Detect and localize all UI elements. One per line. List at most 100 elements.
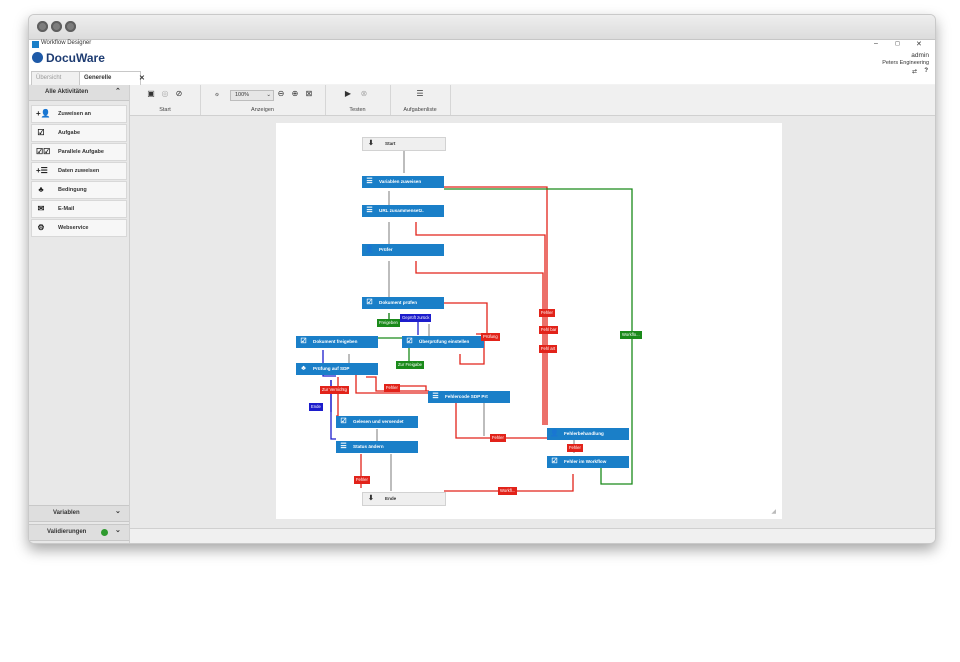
task-icon: ☑ — [551, 458, 558, 465]
activity-daten-zuweisen[interactable]: +☰Daten zuweisen — [31, 162, 127, 180]
user-name[interactable]: admin — [911, 52, 929, 59]
node-fehler-im-workflow[interactable]: ☑Fehler im Workflow — [547, 456, 629, 468]
node-dokument-pruefen[interactable]: ☑Dokument prüfen — [362, 297, 444, 309]
zoom-select[interactable]: 100%⌄ — [230, 90, 274, 101]
node-start[interactable]: ⬇ Start — [362, 137, 446, 151]
zoom-dot[interactable] — [65, 21, 76, 32]
hide-icon[interactable]: ℴ — [215, 89, 219, 98]
pin-icon[interactable]: ⇄ — [911, 69, 917, 75]
activity-webservice[interactable]: ⚙Webservice — [31, 219, 127, 237]
assign-data-icon: +☰ — [36, 166, 48, 175]
validation-panel-header[interactable]: Validierungen ⌄ — [29, 524, 129, 541]
assign-data-icon: ☰ — [366, 207, 373, 214]
minimize-dot[interactable] — [51, 21, 62, 32]
tasklist-group-label: Aufgabenliste — [403, 107, 437, 113]
save-icon[interactable]: ▣ — [147, 89, 155, 98]
validate-icon[interactable]: ◎ — [161, 89, 169, 98]
window-titlebar — [29, 15, 935, 40]
assign-user-icon: 👤 — [365, 246, 374, 253]
help-icon[interactable]: ? — [924, 68, 928, 74]
label-freigeben[interactable]: Freigeben — [377, 319, 400, 327]
parallel-task-icon: ☑ — [340, 418, 347, 425]
assign-data-icon: ☰ — [340, 443, 347, 450]
bottom-panel — [130, 528, 935, 543]
restore-button[interactable]: ◻ — [895, 41, 900, 47]
assign-user-icon: 👤 — [550, 430, 559, 437]
label-fehl-bar[interactable]: Fehl bar — [539, 326, 559, 334]
close-button[interactable]: ✕ — [916, 41, 922, 48]
check-ok-icon — [101, 529, 108, 536]
parallel-task-icon: ☑☑ — [36, 147, 51, 156]
node-fehlercode-sdp[interactable]: ☰Fehlercode SDP Prt — [428, 391, 510, 403]
test-group: ▶ ⊗ Testen — [325, 85, 391, 115]
node-pruefung-auf-sdp[interactable]: ♣Prüfung auf SDP — [296, 363, 378, 375]
fit-icon[interactable]: ⊠ — [305, 89, 313, 98]
activity-parallele-aufgabe[interactable]: ☑☑Parallele Aufgabe — [31, 143, 127, 161]
docuware-logo-icon — [32, 52, 43, 63]
tab-generelle-freigabe[interactable]: Generelle Freigabe — [79, 71, 141, 94]
tasklist-icon[interactable]: ☰ — [416, 89, 424, 98]
tab-overview[interactable]: Übersicht — [31, 71, 81, 85]
activity-aufgabe[interactable]: ☑Aufgabe — [31, 124, 127, 142]
label-fehler-sdp[interactable]: Fehler — [384, 384, 400, 392]
label-workflow-red[interactable]: Workfl... — [498, 487, 518, 495]
activity-sidebar: Alle Aktivitäten ⌃ +👤Zuweisen an ☑Aufgab… — [29, 85, 130, 543]
designer-workarea: ⬇ Start ☰Variablen zuweisen ☰URL zusamme… — [130, 116, 935, 528]
test-group-label: Testen — [349, 107, 366, 113]
workflow-canvas[interactable]: ⬇ Start ☰Variablen zuweisen ☰URL zusamme… — [276, 123, 782, 519]
node-status-aendern[interactable]: ☰Status ändern — [336, 441, 418, 453]
mail-icon: ✉ — [37, 204, 45, 213]
window-title: Workflow Designer — [41, 40, 92, 46]
start-group-label: Start — [159, 107, 171, 113]
app-header: Workflow Designer DocuWare – ◻ ✕ admin P… — [29, 40, 935, 84]
activity-zuweisen[interactable]: +👤Zuweisen an — [31, 105, 127, 123]
play-icon[interactable]: ▶ — [344, 89, 352, 98]
zoom-in-icon[interactable]: ⊕ — [291, 89, 299, 98]
minimize-button[interactable]: – — [874, 40, 878, 47]
node-pruefer[interactable]: 👤Prüfer — [362, 244, 444, 256]
stop-icon[interactable]: ⊗ — [360, 89, 368, 98]
label-fehler-behandlung[interactable]: Fehler — [567, 444, 583, 452]
node-ende[interactable]: ⬇ Ende — [362, 492, 446, 506]
node-variablen-zuweisen[interactable]: ☰Variablen zuweisen — [362, 176, 444, 188]
all-activities-header[interactable]: Alle Aktivitäten ⌃ — [29, 85, 129, 101]
start-icon: ⬇ — [368, 140, 374, 147]
resize-grip-icon: ◢ — [771, 509, 776, 515]
brand-name: DocuWare — [46, 51, 105, 65]
task-icon: ☑ — [366, 299, 373, 306]
label-zur-freigabe[interactable]: Zur Freigabe — [396, 361, 424, 369]
workflow-connections — [322, 151, 633, 492]
cancel-icon[interactable]: ⊘ — [175, 89, 183, 98]
label-fehler-main[interactable]: Fehler — [539, 309, 555, 317]
node-url-zusammensetzen[interactable]: ☰URL zusammensetz. — [362, 205, 444, 217]
label-geprueft-zurueck[interactable]: Geprüft zurück — [400, 314, 432, 322]
node-ueberpruefung-einstellen[interactable]: ☑Überprüfung einstellen — [402, 336, 484, 348]
node-dokument-freigeben[interactable]: ☑Dokument freigeben — [296, 336, 378, 348]
variables-panel-header[interactable]: Variablen ⌄ — [29, 505, 129, 522]
start-group: ▣ ◎ ⊘ Start — [130, 85, 201, 115]
label-fehler-code[interactable]: Fehler — [490, 434, 506, 442]
view-group: ℴ 100%⌄ ⊖ ⊕ ⊠ Anzeigen — [200, 85, 326, 115]
label-fehl-art[interactable]: Fehl art — [539, 345, 558, 353]
label-workflow-green[interactable]: Workflo... — [620, 331, 642, 339]
node-fehlerbehandlung[interactable]: 👤Fehlerbehandlung — [547, 428, 629, 440]
assign-data-icon: ☰ — [366, 178, 373, 185]
close-dot[interactable] — [37, 21, 48, 32]
organization-name: Peters Engineering — [882, 60, 929, 66]
node-gelesen-und-versendet[interactable]: ☑Gelesen und versendet — [336, 416, 418, 428]
condition-icon: ♣ — [38, 185, 44, 194]
label-zur-vernichtung[interactable]: Zur Vernichtg — [320, 386, 349, 394]
task-icon: ☑ — [300, 338, 307, 345]
task-icon: ☑ — [406, 338, 413, 345]
label-fehler-status[interactable]: Fehler — [354, 476, 370, 484]
label-pruefung[interactable]: Prüfung — [481, 333, 500, 341]
chevron-down-icon: ⌄ — [115, 508, 121, 515]
webservice-icon: ⚙ — [37, 223, 45, 232]
app-window: Workflow Designer DocuWare – ◻ ✕ admin P… — [28, 14, 936, 544]
activity-email[interactable]: ✉E-Mail — [31, 200, 127, 218]
zoom-out-icon[interactable]: ⊖ — [277, 89, 285, 98]
tab-close-icon[interactable]: ✕ — [139, 75, 145, 82]
chevron-up-icon: ⌃ — [115, 88, 121, 95]
label-ende[interactable]: Ende — [309, 403, 323, 411]
activity-bedingung[interactable]: ♣Bedingung — [31, 181, 127, 199]
